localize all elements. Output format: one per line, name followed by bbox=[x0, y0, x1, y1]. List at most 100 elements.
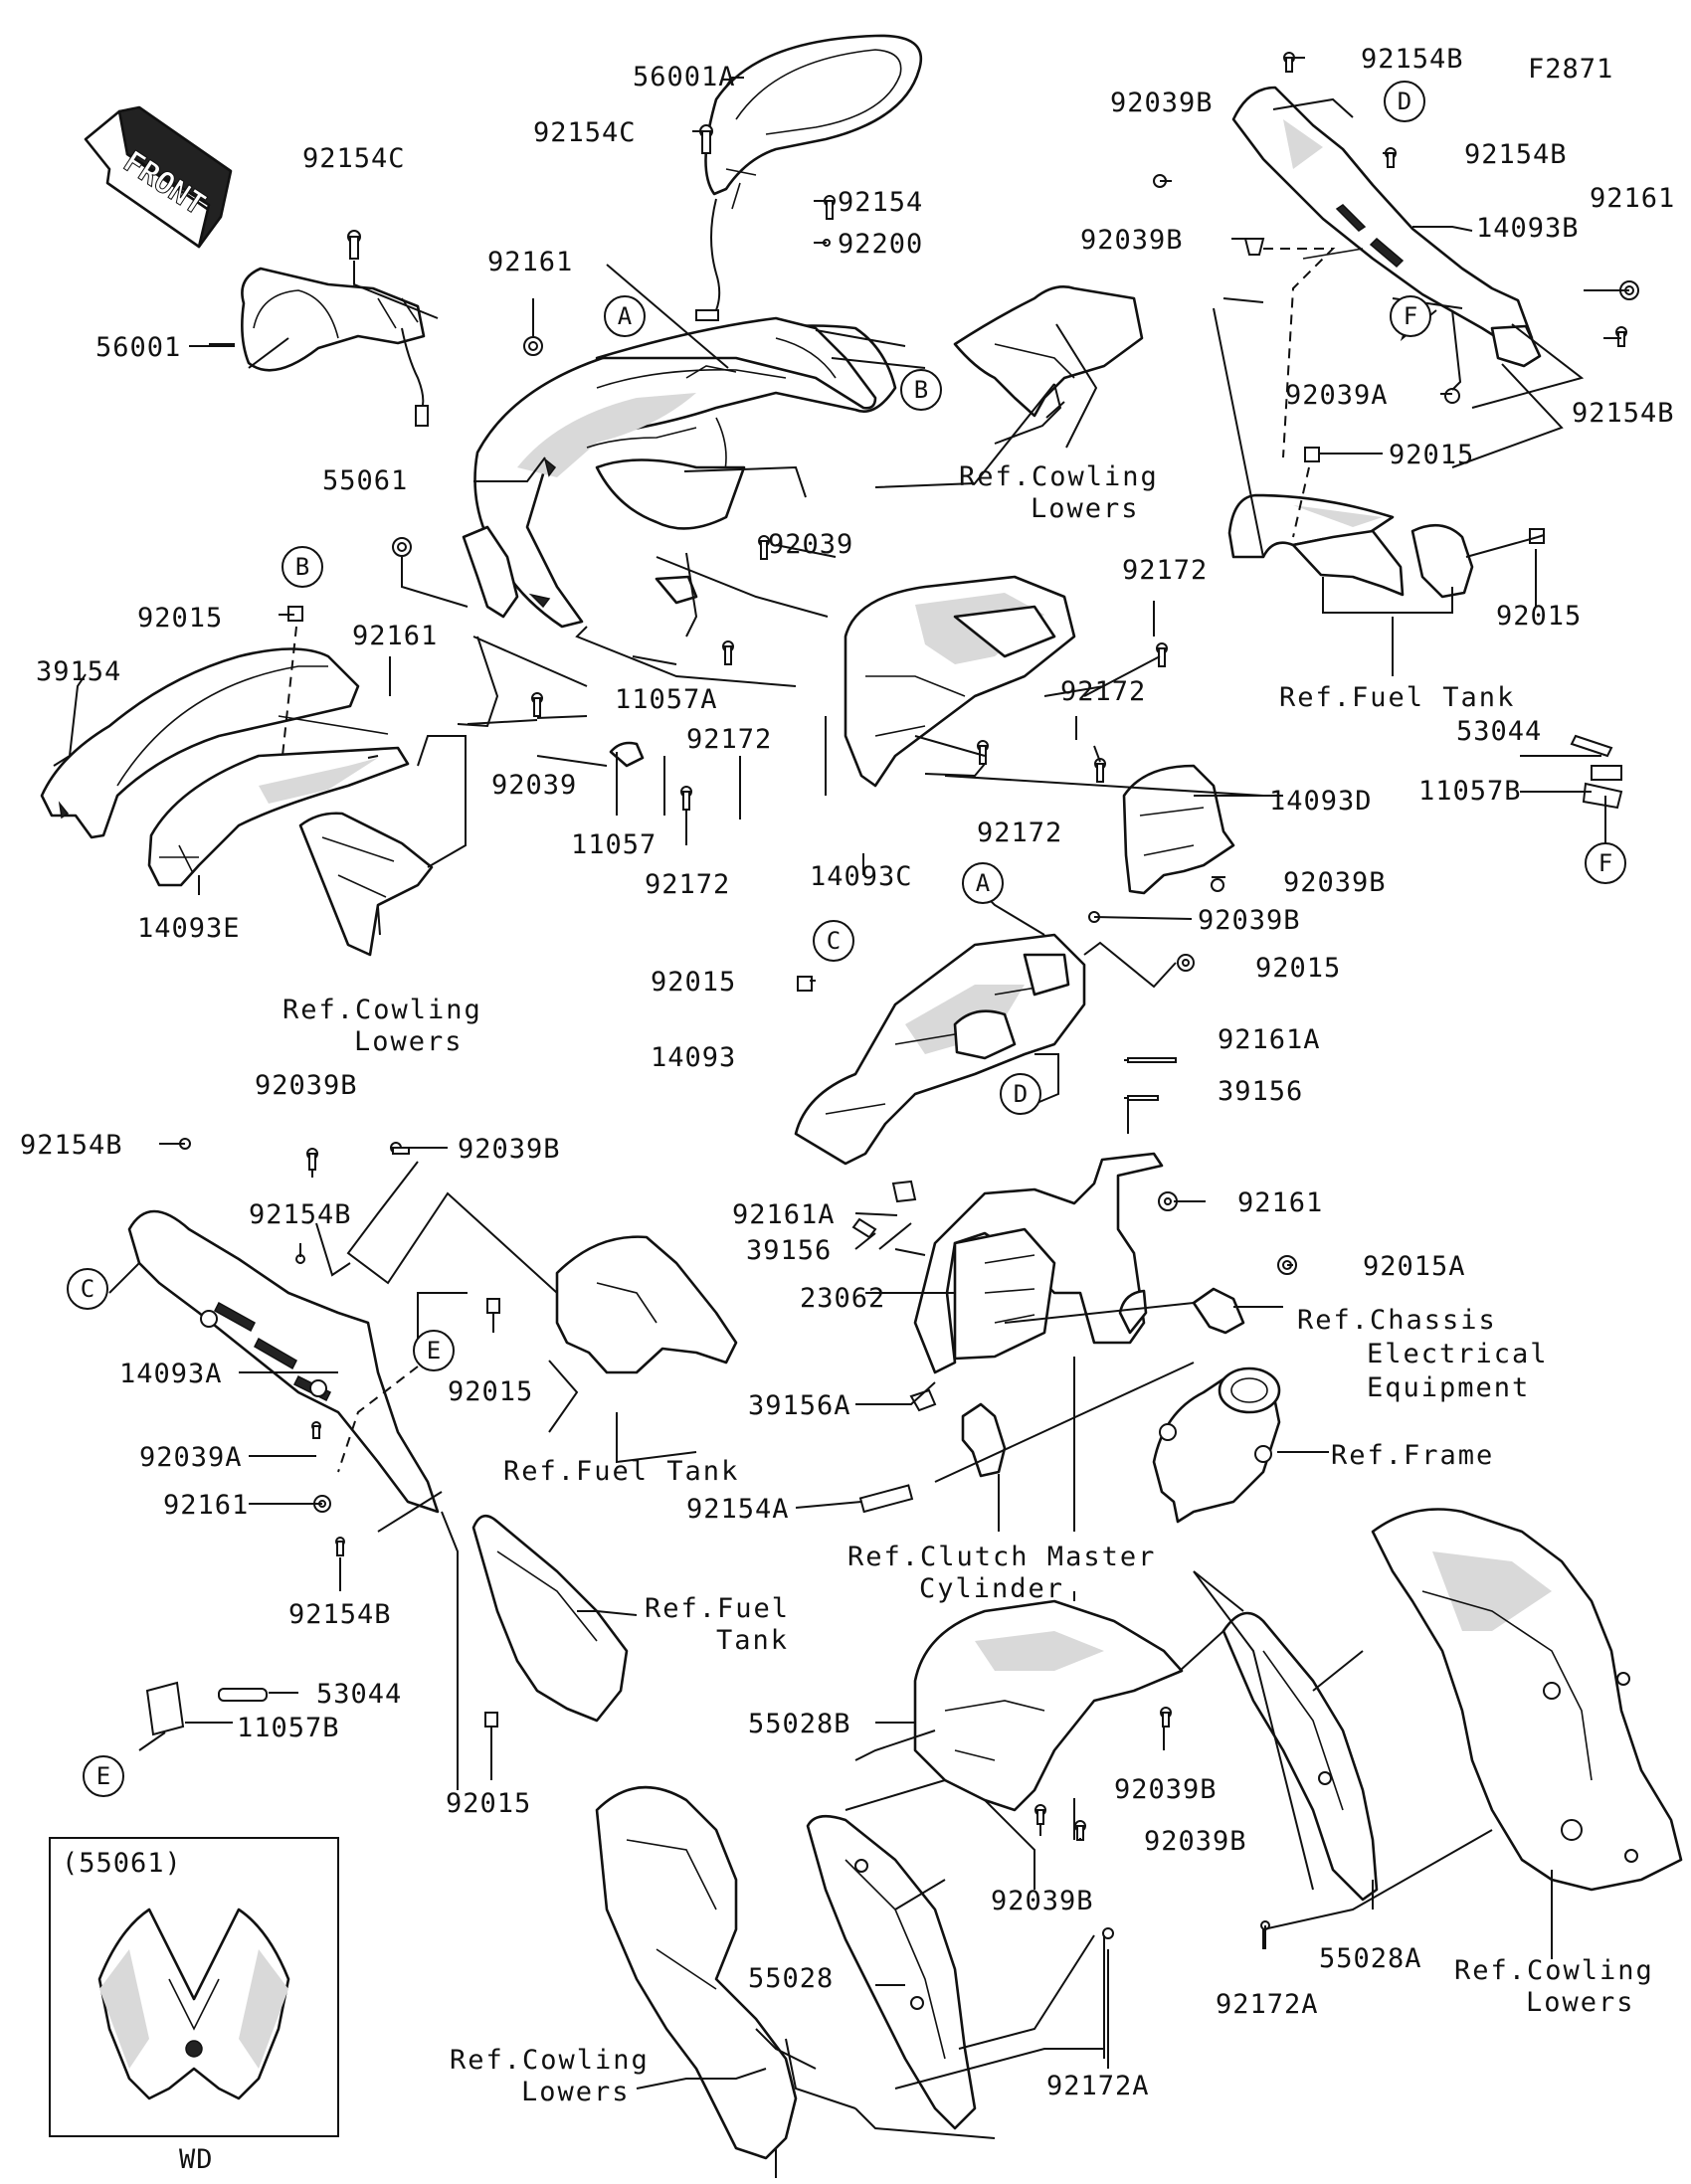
ref-clutch-2: Cylinder bbox=[919, 1573, 1064, 1604]
label-92172-b: 92172 bbox=[686, 724, 772, 755]
figure-code: F2871 bbox=[1528, 54, 1613, 85]
label-92161A-r: 92161A bbox=[1218, 1024, 1321, 1055]
callout-e-low: E bbox=[83, 1755, 124, 1797]
label-92039B-d1: 92039B bbox=[1283, 867, 1387, 898]
ref-clutch-1: Ref.Clutch Master bbox=[847, 1542, 1156, 1572]
ref-cowling-lowers-bl-1: Ref.Cowling bbox=[450, 2045, 650, 2076]
label-14093: 14093 bbox=[651, 1042, 736, 1073]
ref-cowling-lowers-br-2: Lowers bbox=[1526, 1987, 1635, 2018]
svg-text:B: B bbox=[914, 376, 928, 404]
label-92039B-b2: 92039B bbox=[1144, 1826, 1247, 1857]
svg-text:A: A bbox=[618, 302, 633, 330]
label-92039B-d2: 92039B bbox=[1198, 905, 1301, 936]
svg-text:F: F bbox=[1404, 302, 1417, 330]
label-92039B-b1: 92039B bbox=[1114, 1774, 1218, 1805]
ref-fuel-tank-low-2: Tank bbox=[716, 1625, 789, 1656]
label-92154C-top: 92154C bbox=[533, 117, 637, 148]
label-39154: 39154 bbox=[36, 656, 121, 687]
label-92154A: 92154A bbox=[686, 1494, 790, 1525]
label-92039B-tr1: 92039B bbox=[1110, 88, 1214, 118]
label-14093D: 14093D bbox=[1269, 786, 1373, 817]
label-56001A: 56001A bbox=[633, 62, 736, 92]
ref-chassis-2: Electrical bbox=[1367, 1339, 1549, 1369]
label-92154B-tr2: 92154B bbox=[1464, 139, 1568, 170]
callout-b-left: B bbox=[282, 546, 323, 588]
frame-stay-23062 bbox=[913, 1152, 1164, 1374]
inset-title: (55061) bbox=[62, 1848, 182, 1879]
chassis-bracket bbox=[1192, 1287, 1245, 1335]
mirror-left bbox=[241, 267, 429, 427]
label-92200: 92200 bbox=[838, 229, 923, 260]
label-92039B-l2: 92039B bbox=[458, 1134, 561, 1165]
label-11057B-r: 11057B bbox=[1418, 776, 1522, 807]
label-92172-d: 92172 bbox=[1060, 676, 1146, 707]
label-92161-mid: 92161 bbox=[352, 621, 438, 651]
leader-lines bbox=[53, 57, 1629, 2178]
lower-panel-left bbox=[471, 1514, 629, 1723]
label-92039B-tr2: 92039B bbox=[1080, 225, 1184, 256]
ref-cowling-lowers-left-2: Lowers bbox=[354, 1026, 464, 1057]
ref-cowling-lowers-top-2: Lowers bbox=[1031, 493, 1140, 524]
part-labels: 56001A 92154C 92154C 92154 92200 92161 5… bbox=[20, 44, 1675, 2101]
callout-d-mid: D bbox=[1000, 1073, 1041, 1115]
callout-a-top: A bbox=[604, 295, 646, 337]
side-cowl-39154 bbox=[40, 647, 389, 839]
svg-text:D: D bbox=[1398, 88, 1411, 115]
label-23062: 23062 bbox=[800, 1283, 885, 1314]
inset-55061: (55061) WD bbox=[49, 1837, 339, 2175]
ref-fuel-tank-low-1: Ref.Fuel bbox=[645, 1593, 790, 1624]
fuel-tank-panel-left bbox=[555, 1235, 738, 1374]
label-92154B-l1: 92154B bbox=[20, 1130, 123, 1161]
label-92039B-b3: 92039B bbox=[991, 1886, 1094, 1916]
fuel-tank-trim-right bbox=[1227, 493, 1474, 599]
ref-cowling-lowers-left-1: Ref.Cowling bbox=[282, 995, 482, 1025]
label-92015-tr2: 92015 bbox=[1496, 601, 1582, 632]
label-55061: 55061 bbox=[322, 465, 408, 496]
label-55028A: 55028A bbox=[1319, 1943, 1422, 1974]
stay-bracket bbox=[462, 525, 698, 768]
svg-text:B: B bbox=[295, 553, 309, 581]
label-53044-r: 53044 bbox=[1456, 716, 1542, 747]
label-14093C: 14093C bbox=[810, 861, 913, 892]
callout-f-top: F bbox=[1390, 295, 1431, 337]
callout-b-top: B bbox=[900, 369, 942, 411]
label-92154B-tr1: 92154B bbox=[1361, 44, 1464, 75]
callout-e-mid: E bbox=[413, 1330, 455, 1371]
label-92172A-a: 92172A bbox=[1216, 1989, 1319, 2020]
label-55028: 55028 bbox=[748, 1963, 834, 1994]
air-duct-left bbox=[298, 812, 434, 957]
svg-text:E: E bbox=[96, 1762, 110, 1790]
label-92154-top: 92154 bbox=[838, 187, 923, 218]
callout-c-left: C bbox=[67, 1268, 108, 1310]
ref-fuel-tank-tr: Ref.Fuel Tank bbox=[1279, 682, 1515, 713]
side-panel-14093A bbox=[127, 1209, 440, 1514]
label-92172-c: 92172 bbox=[1122, 555, 1208, 586]
label-92039A-l: 92039A bbox=[139, 1442, 243, 1473]
callout-d-top: D bbox=[1384, 81, 1425, 122]
svg-text:A: A bbox=[976, 869, 991, 897]
panel-14093D bbox=[1122, 764, 1235, 895]
label-92154B-l2: 92154B bbox=[249, 1199, 352, 1230]
label-92161-top: 92161 bbox=[487, 247, 573, 277]
label-39156-l: 39156 bbox=[746, 1235, 832, 1266]
label-92154C-left: 92154C bbox=[302, 143, 406, 174]
label-92154B-tr3: 92154B bbox=[1572, 398, 1675, 429]
label-11057A: 11057A bbox=[615, 684, 718, 715]
label-14093B: 14093B bbox=[1476, 213, 1580, 244]
label-92172A-b: 92172A bbox=[1046, 2071, 1150, 2101]
label-92015A: 92015A bbox=[1363, 1251, 1466, 1282]
label-92015-c: 92015 bbox=[651, 967, 736, 998]
frame-head bbox=[1152, 1366, 1281, 1524]
callout-c-mid: C bbox=[813, 920, 854, 962]
cowling-lower-left bbox=[595, 1785, 798, 2160]
label-92015-r: 92015 bbox=[1255, 953, 1341, 984]
ref-cowling-lowers-bl-2: Lowers bbox=[521, 2077, 631, 2107]
under-cover-55028B bbox=[913, 1599, 1184, 1812]
callout-f-right: F bbox=[1585, 842, 1626, 884]
label-92161-tr: 92161 bbox=[1590, 183, 1675, 214]
svg-text:C: C bbox=[827, 927, 841, 955]
ref-chassis-1: Ref.Chassis bbox=[1297, 1305, 1497, 1336]
front-arrow-icon: FRONT bbox=[84, 105, 233, 249]
label-55028B: 55028B bbox=[748, 1709, 851, 1739]
